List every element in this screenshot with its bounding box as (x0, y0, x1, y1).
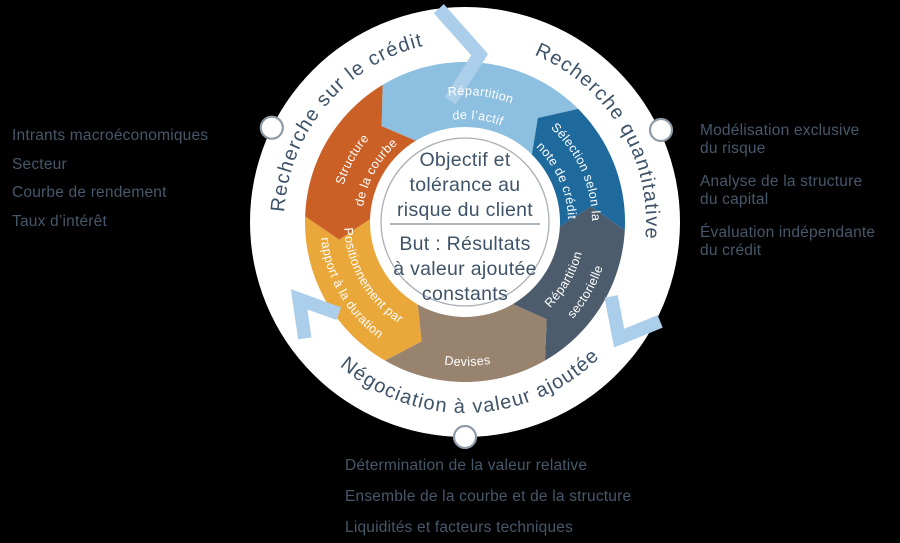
segment-repartition-sectorielle (512, 206, 625, 361)
right-note-line: Analyse de la structure (700, 173, 863, 190)
process-donut (305, 62, 625, 382)
bottom-note-item: Détermination de la valeur relative (345, 457, 588, 474)
bottom-note-item: Ensemble de la courbe et de la structure (345, 488, 632, 505)
right-note-line: du capital (700, 190, 769, 208)
left-note-item: Courbe de rendement (12, 184, 167, 201)
left-notes: Intrants macroéconomiques Secteur Courbe… (12, 122, 208, 236)
segment-selection-note-credit (531, 108, 625, 231)
left-note-item: Intrants macroéconomiques (12, 127, 209, 144)
connector-dot-right (648, 117, 674, 143)
segment-structure-courbe (305, 84, 417, 240)
right-note-line: Modélisation exclusive (700, 122, 860, 139)
segment-repartition-actif (381, 62, 579, 156)
flow-chevron-icon (290, 289, 342, 340)
connector-dot-bottom (452, 424, 478, 450)
center-goal-line1: But : Résultats (399, 233, 530, 255)
devises-label: Devises (444, 353, 492, 369)
center-goal-line3: constants (422, 283, 508, 305)
left-note-item: Secteur (12, 155, 67, 173)
right-note-line: Évaluation indépendante (700, 224, 876, 241)
center-objective-line3: risque du client (397, 199, 533, 221)
segment-devises (385, 303, 547, 382)
right-note-item: Évaluation indépendante du crédit (700, 224, 875, 259)
center-disc (370, 127, 560, 317)
flow-arrows (290, 4, 663, 348)
right-note-item: Analyse de la structure du capital (700, 173, 875, 208)
flow-chevron-icon (433, 4, 489, 105)
devises-label-line: Devises (444, 353, 492, 369)
center-ring-border (380, 137, 550, 307)
center-goal-line2: à valeur ajoutée (393, 258, 537, 280)
connector-dot-left (259, 115, 284, 140)
left-note-item: Taux d’intérêt (12, 212, 107, 230)
flow-chevron-icon (604, 295, 663, 348)
segment-positionnement-duration (305, 216, 422, 361)
bottom-notes: Détermination de la valeur relative Ense… (345, 450, 631, 543)
right-note-line: du risque (700, 139, 766, 157)
right-notes: Modélisation exclusive du risque Analyse… (700, 122, 875, 275)
center-objective-line2: tolérance au (410, 174, 521, 196)
right-note-line: du crédit (700, 241, 762, 259)
center-objective-line1: Objectif et (419, 149, 510, 171)
bottom-note-item: Liquidités et facteurs techniques (345, 519, 574, 536)
right-note-item: Modélisation exclusive du risque (700, 122, 875, 157)
